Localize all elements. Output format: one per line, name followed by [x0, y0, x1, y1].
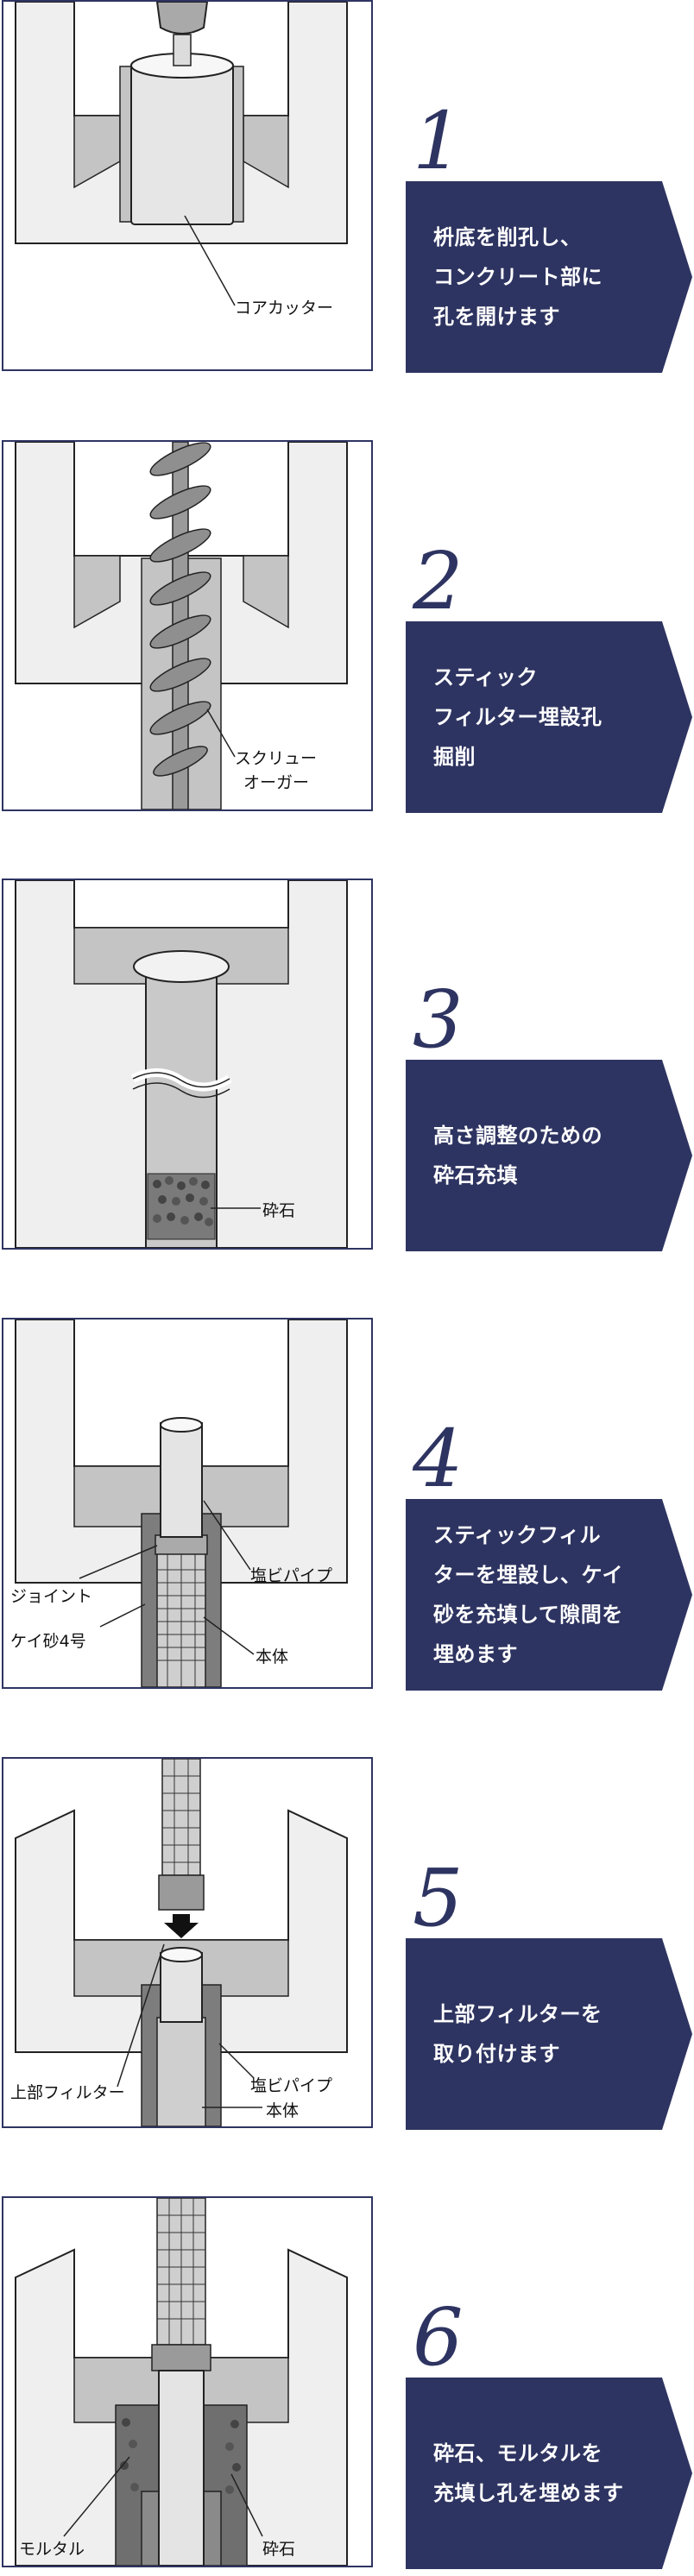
step-description-box: スティックフィル ターを埋設し、ケイ 砂を充填して隙間を 埋めます [406, 1499, 692, 1691]
step-text-line: 枡底を削孔し、 [433, 225, 582, 249]
step-4: 塩ビパイプ ジョイント ケイ砂4号 本体 4 スティックフィル ターを埋設し、ケ… [0, 1318, 694, 1691]
callout-upper-filter: 上部フィルター [10, 2083, 125, 2102]
step-3: 砕石 3 高さ調整のための 砕石充填 [0, 879, 694, 1251]
step-text-line: スティックフィル [433, 1523, 602, 1547]
mortar-fill-diagram [3, 2198, 371, 2566]
step-1-illustration: コアカッター [2, 0, 373, 371]
step-text-line: 高さ調整のための [433, 1124, 603, 1148]
step-text-line: フィルター埋設孔 [433, 705, 603, 729]
step-6-illustration: モルタル 砕石 [2, 2196, 373, 2567]
callout-mortar: モルタル [19, 2540, 85, 2559]
callout-pvc-pipe: 塩ビパイプ [250, 2076, 333, 2095]
callout-core-cutter: コアカッター [235, 299, 334, 318]
gravel-fill-diagram [3, 880, 371, 1248]
callout-auger: オーガー [243, 773, 310, 792]
callout-main-body: 本体 [256, 1647, 289, 1666]
step-5: 上部フィルター 塩ビパイプ 本体 5 上部フィルターを 取り付けます [0, 1757, 694, 2130]
step-5-illustration: 上部フィルター 塩ビパイプ 本体 [2, 1757, 373, 2128]
callout-pvc-pipe: 塩ビパイプ [250, 1566, 333, 1585]
step-description-box: スティック フィルター埋設孔 掘削 [406, 621, 692, 813]
step-3-illustration: 砕石 [2, 879, 373, 1250]
callout-gravel: 砕石 [262, 2540, 296, 2559]
upper-filter-attach-diagram [3, 1759, 371, 2126]
step-text-line: 埋めます [433, 1642, 518, 1666]
step-number: 6 [413, 2291, 464, 2384]
step-4-illustration: 塩ビパイプ ジョイント ケイ砂4号 本体 [2, 1318, 373, 1689]
step-text-line: 掘削 [433, 745, 476, 769]
step-text-line: 取り付けます [433, 2042, 560, 2066]
step-description-box: 枡底を削孔し、 コンクリート部に 孔を開けます [406, 181, 692, 373]
step-text-line: 孔を開けます [433, 305, 560, 329]
step-2-illustration: スクリュー オーガー [2, 440, 373, 811]
step-text-line: ターを埋設し、ケイ [433, 1563, 624, 1587]
step-text-line: 充填し孔を埋めます [433, 2481, 624, 2505]
step-1: コアカッター 1 枡底を削孔し、 コンクリート部に 孔を開けます [0, 0, 694, 373]
step-number: 3 [413, 973, 464, 1066]
screw-auger-diagram [3, 442, 371, 809]
callout-screw: スクリュー [235, 749, 318, 768]
step-text-line: 砂を充填して隙間を [433, 1603, 623, 1627]
step-text-line: 砕石充填 [433, 1163, 518, 1187]
step-number: 1 [413, 95, 464, 187]
step-text-line: 上部フィルターを [433, 2002, 603, 2026]
step-description-box: 砕石、モルタルを 充填し孔を埋めます [406, 2378, 692, 2569]
callout-joint: ジョイント [10, 1587, 93, 1606]
step-number: 5 [413, 1852, 464, 1944]
callout-gravel: 砕石 [262, 1201, 296, 1220]
step-description-box: 上部フィルターを 取り付けます [406, 1938, 692, 2130]
step-text-line: コンクリート部に [433, 265, 603, 289]
stick-filter-install-diagram [3, 1319, 371, 1687]
step-number: 4 [413, 1413, 464, 1505]
core-cutting-diagram [3, 2, 371, 369]
step-2: スクリュー オーガー 2 スティック フィルター埋設孔 掘削 [0, 440, 694, 813]
step-description-box: 高さ調整のための 砕石充填 [406, 1060, 692, 1251]
step-6: モルタル 砕石 6 砕石、モルタルを 充填し孔を埋めます [0, 2196, 694, 2569]
step-text-line: スティック [433, 665, 539, 690]
step-text-line: 砕石、モルタルを [433, 2441, 603, 2466]
step-number: 2 [413, 535, 464, 627]
callout-silica-sand: ケイ砂4号 [10, 1632, 86, 1651]
callout-main-body: 本体 [266, 2101, 300, 2120]
